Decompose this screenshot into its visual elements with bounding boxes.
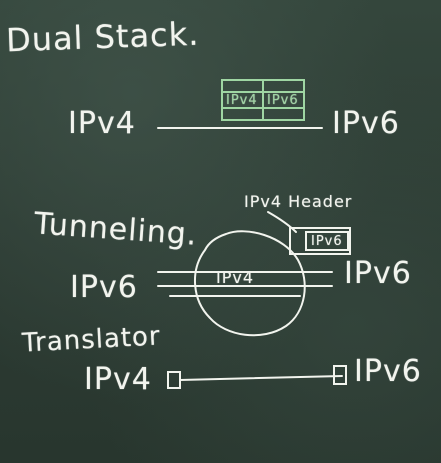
- dual-stack-title: Dual Stack.: [5, 14, 200, 60]
- tunneling-left-endpoint: IPv6: [70, 270, 138, 305]
- dual-stack-packet-right-label: IPv6: [267, 93, 299, 108]
- translator-right-endpoint: IPv6: [354, 354, 422, 389]
- translator-box-left: [167, 371, 181, 389]
- tunnel-header-label: IPv4 Header: [244, 192, 353, 211]
- dual-stack-right-endpoint: IPv6: [332, 106, 400, 141]
- ipv4-cloud: [193, 230, 306, 337]
- translator-box-right: [333, 365, 347, 385]
- translator-left-endpoint: IPv4: [84, 362, 152, 397]
- tunneling-cloud-label: IPv4: [216, 268, 255, 287]
- tunnel-packet-inner-label: IPv6: [311, 234, 343, 249]
- dual-stack-packet-left-label: IPv4: [226, 93, 258, 108]
- tunnel-packet: [289, 227, 351, 255]
- header-arrow: [267, 211, 297, 233]
- tunneling-right-endpoint: IPv6: [344, 256, 412, 291]
- translator-link: [179, 375, 343, 381]
- dual-stack-left-endpoint: IPv4: [68, 106, 136, 141]
